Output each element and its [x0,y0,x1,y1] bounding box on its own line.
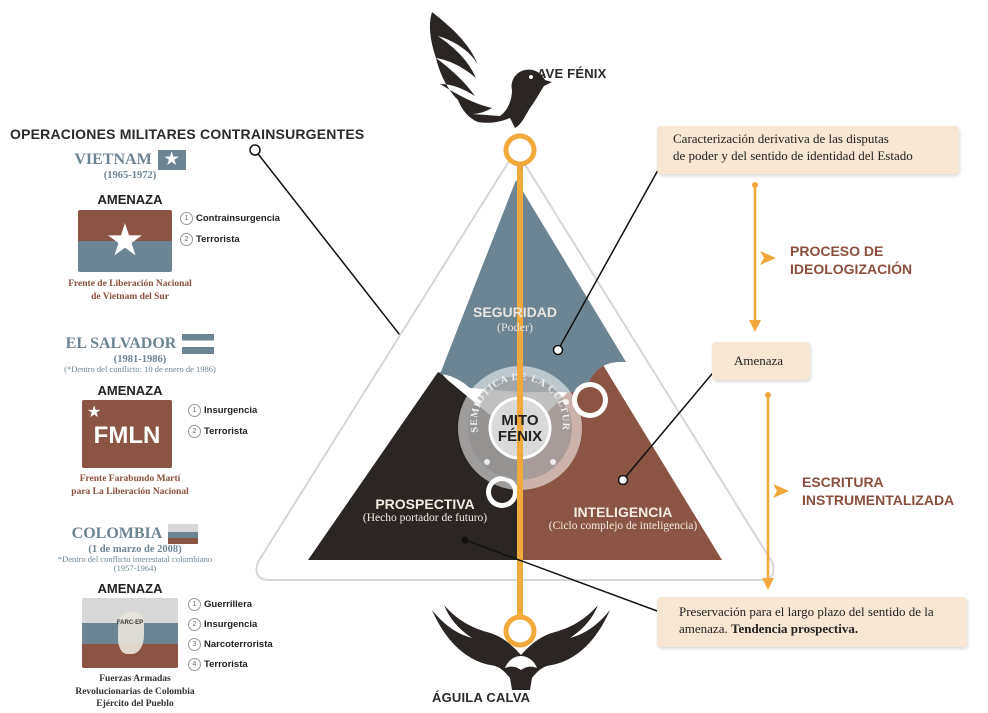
years: (1 de marzo de 2008) [88,544,182,555]
note: *Dentro del conflicto interestatal colom… [57,554,213,573]
vietnam-small-flag: ★ [157,150,186,170]
note: (*Dentro del conflicto: 10 de enero de 1… [64,364,216,374]
top-bird-label: AVE FÉNIX [537,66,607,81]
process-escritura: ESCRITURA INSTRUMENTALIZADA [802,474,955,508]
case-vietnam: VIETNAM ★ (1965-1972) [45,150,215,181]
flag-text: FARC-EP [116,620,144,626]
center-label: MITO FÉNIX [497,412,543,445]
threat-heading-el-salvador: AMENAZA [97,383,163,398]
triangle-top-label: SEGURIDAD (Poder) [472,304,557,334]
triangle-right-label: INTELIGENCIA (Ciclo complejo de intelige… [548,504,698,532]
map-icon [118,612,144,654]
characterization-box: Caracterización derivativa de las disput… [657,126,959,174]
years: (1965-1972) [103,170,157,181]
eagle-icon [432,605,610,690]
farc-flag: FARC-EP [82,598,178,668]
threat-heading-colombia: AMENAZA [97,581,163,596]
country-name: VIETNAM [74,151,152,168]
preservation-box: Preservación para el largo plazo del sen… [657,597,967,647]
bottom-bird-label: ÁGUILA CALVA [432,690,531,705]
title-connector-line [254,149,411,349]
ring-dot [550,459,556,465]
arrow1-head [749,320,761,332]
case-el-salvador: EL SALVADOR (1981-1986) (*Dentro del con… [30,334,250,374]
years: (1981-1986) [113,354,167,365]
el-salvador-small-flag [182,334,215,354]
inteligencia-node [617,474,629,486]
puzzle-nub-right-fill [577,387,603,413]
triangle-left-label: PROSPECTIVA (Hecho portador de futuro) [362,496,488,524]
main-title: OPERACIONES MILITARES CONTRAINSURGENTES [10,126,365,142]
process2-chevron-icon [773,484,789,498]
ring-dot [484,459,490,465]
star-icon: ★ [105,216,145,265]
ring-dot [475,399,481,405]
phoenix-icon [429,12,552,128]
country-name: COLOMBIA [71,525,163,542]
country-name: EL SALVADOR [65,335,177,352]
threat-heading-vietnam: AMENAZA [97,192,163,207]
arrow2-head [762,578,774,590]
vietnam-flag: ★ [78,210,172,272]
process1-chevron-icon [760,251,776,265]
axis-bottom-ring [503,614,537,648]
fmln-flag: ★ FMLN [82,400,172,468]
seguridad-node [552,344,564,356]
arrow1-start [752,182,758,188]
prospectiva-connector [464,539,669,616]
title-connector-node [249,144,261,156]
star-icon: ★ [87,404,102,421]
seguridad-connector [557,151,669,351]
case-colombia: COLOMBIA (1 de marzo de 2008) *Dentro de… [25,524,245,573]
ring-dot [563,399,569,405]
arrow2-start [765,392,771,398]
triangle-top-section [440,180,626,393]
amenaza-box: Amenaza [712,342,810,380]
inteligencia-connector [622,361,723,481]
flag-text: FMLN [93,422,161,449]
prospectiva-node [461,536,469,544]
process-ideologizacion: PROCESO DE IDEOLOGIZACIÓN [790,243,913,277]
colombia-small-flag [168,524,199,544]
axis-top-ring [503,133,537,167]
